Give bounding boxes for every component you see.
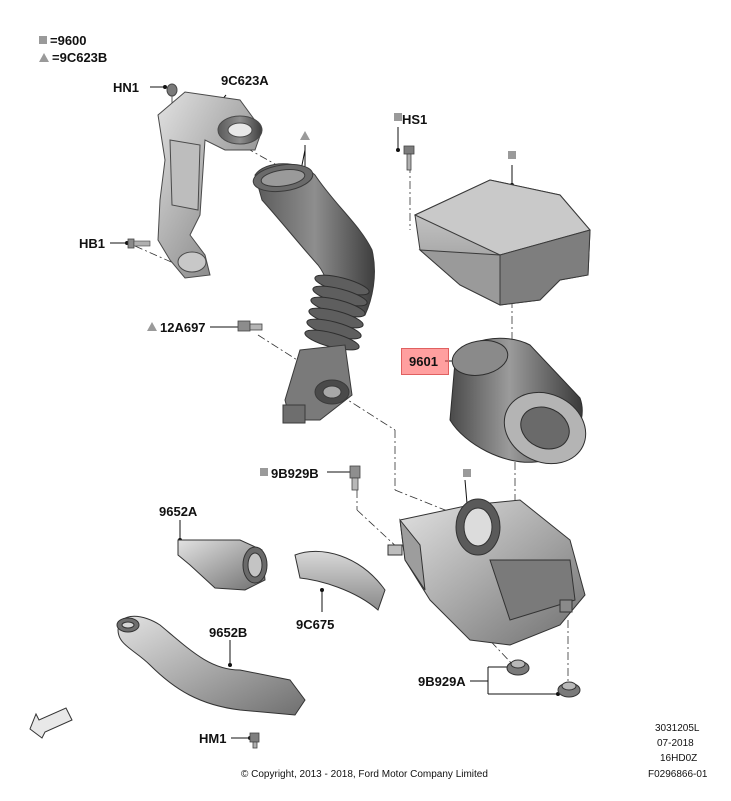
callout-hn1: HN1 [113, 80, 140, 95]
grommet-9b929b-part [349, 465, 361, 491]
callout-9c623a: 9C623A [221, 73, 269, 88]
screw-hm1-part [249, 732, 260, 749]
callout-9c675: 9C675 [296, 617, 335, 632]
ref-code: 3031205L [655, 723, 700, 734]
square-symbol-icon [39, 36, 47, 44]
callout-hs1: HS1 [402, 112, 428, 127]
air-cleaner-cover-part [413, 179, 591, 306]
grommets-9b929a-part [506, 659, 581, 698]
highlight-9601 [401, 348, 449, 375]
screw-hs1-part [403, 145, 415, 171]
air-cleaner-body-part [387, 498, 586, 646]
callout-9652b: 9652B [209, 625, 248, 640]
callout-12a697: 12A697 [160, 320, 206, 335]
bellows-section [304, 274, 370, 351]
duct-9652b-part [116, 615, 306, 716]
intake-duct-part [252, 163, 375, 424]
legend-triangle-text: =9C623B [52, 50, 108, 65]
sensor-12a697-part [237, 320, 263, 332]
callout-9652a: 9652A [159, 504, 198, 519]
marker-symbols [147, 113, 516, 477]
callout-9601: 9601 [409, 354, 438, 369]
revision-date: 07-2018 [657, 738, 694, 749]
copyright-text: © Copyright, 2013 - 2018, Ford Motor Com… [241, 769, 488, 780]
resonator-9c623a-part [157, 83, 263, 279]
legend-square-row: =9600 [39, 33, 87, 48]
callout-hm1: HM1 [199, 731, 227, 746]
legend-triangle-row: =9C623B [39, 50, 107, 65]
duct-9652a-part [177, 539, 268, 591]
seal-9c675-part [294, 550, 386, 611]
model-code: 16HD0Z [660, 753, 698, 764]
callout-hb1: HB1 [79, 236, 106, 251]
callout-9b929a: 9B929A [418, 674, 466, 689]
triangle-symbol-icon [39, 53, 49, 62]
direction-arrow-icon [29, 707, 73, 739]
bolt-hb1-part [127, 238, 151, 249]
filter-element-9601-part [449, 337, 587, 465]
figure-id: F0296866-01 [648, 769, 708, 780]
callout-9b929b: 9B929B [271, 466, 319, 481]
legend-square-text: =9600 [50, 33, 87, 48]
